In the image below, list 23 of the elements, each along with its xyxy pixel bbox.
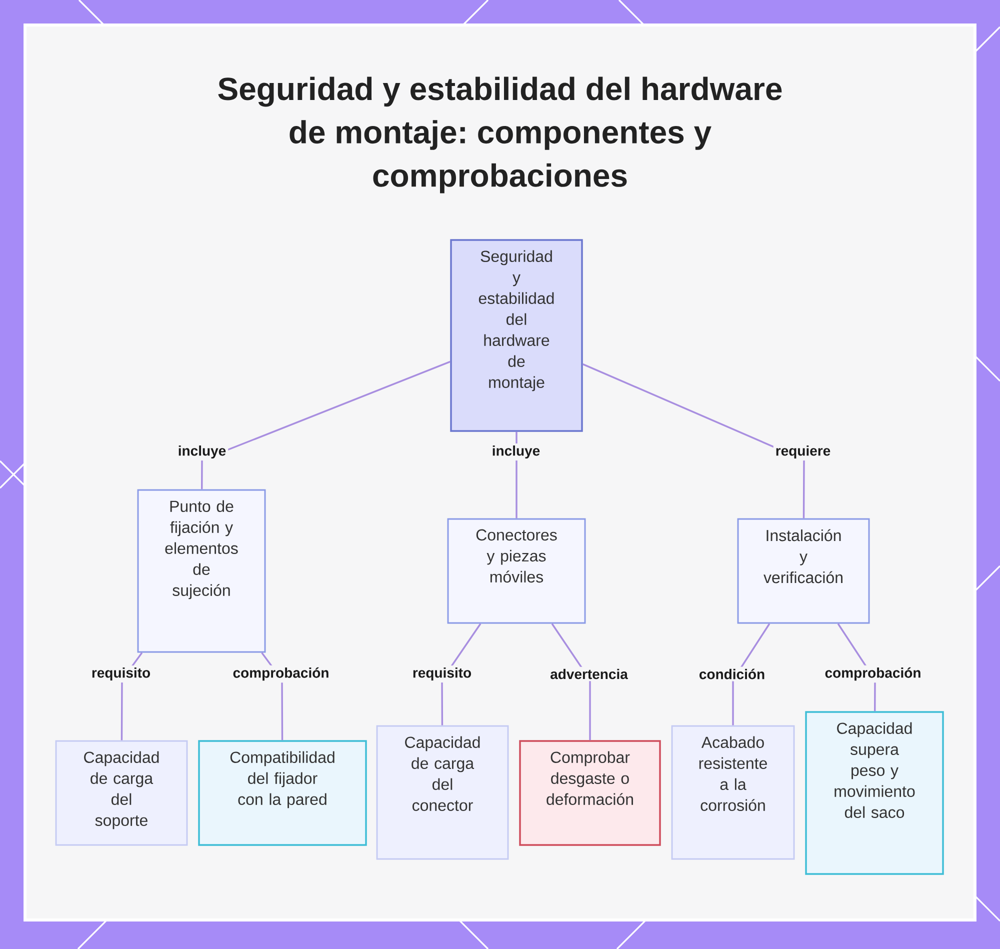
process-box: Punto de fijación y elementos de sujeción [137, 489, 266, 653]
process-box: Capacidad de carga del soporte [55, 740, 188, 846]
process-box: Capacidad supera peso y movimiento del saco [805, 711, 944, 875]
process-box: Capacidad de carga del conector [376, 725, 509, 860]
connector-line [582, 363, 805, 518]
connector-line [551, 623, 591, 740]
edge-label: requiere [773, 443, 833, 461]
edge-label: incluye [176, 443, 228, 461]
edge-label: condición [696, 666, 768, 682]
process-box: Acabado resistente a la corrosión [671, 725, 795, 860]
process-box: Compatibilidad del fijador con la pared [198, 740, 367, 846]
edge-label: requisito [89, 665, 153, 683]
edge-label: requisito [410, 665, 474, 683]
edge-label: advertencia [548, 666, 630, 682]
process-box: Seguridad y estabilidad del hardware de montaje [450, 239, 583, 432]
edge-label: incluye [490, 443, 542, 461]
process-box: Instalación y verificación [737, 518, 870, 624]
title: Seguridad y estabilidad del hardware de montaje: componentes y comprobaciones [218, 76, 782, 194]
process-box: Conectores y piezas móviles [447, 518, 586, 624]
edge-label: comprobación [230, 665, 332, 683]
edge-label: comprobación [822, 665, 924, 683]
connector-line [201, 360, 450, 490]
process-box: Comprobar desgaste o deformación [519, 740, 661, 846]
